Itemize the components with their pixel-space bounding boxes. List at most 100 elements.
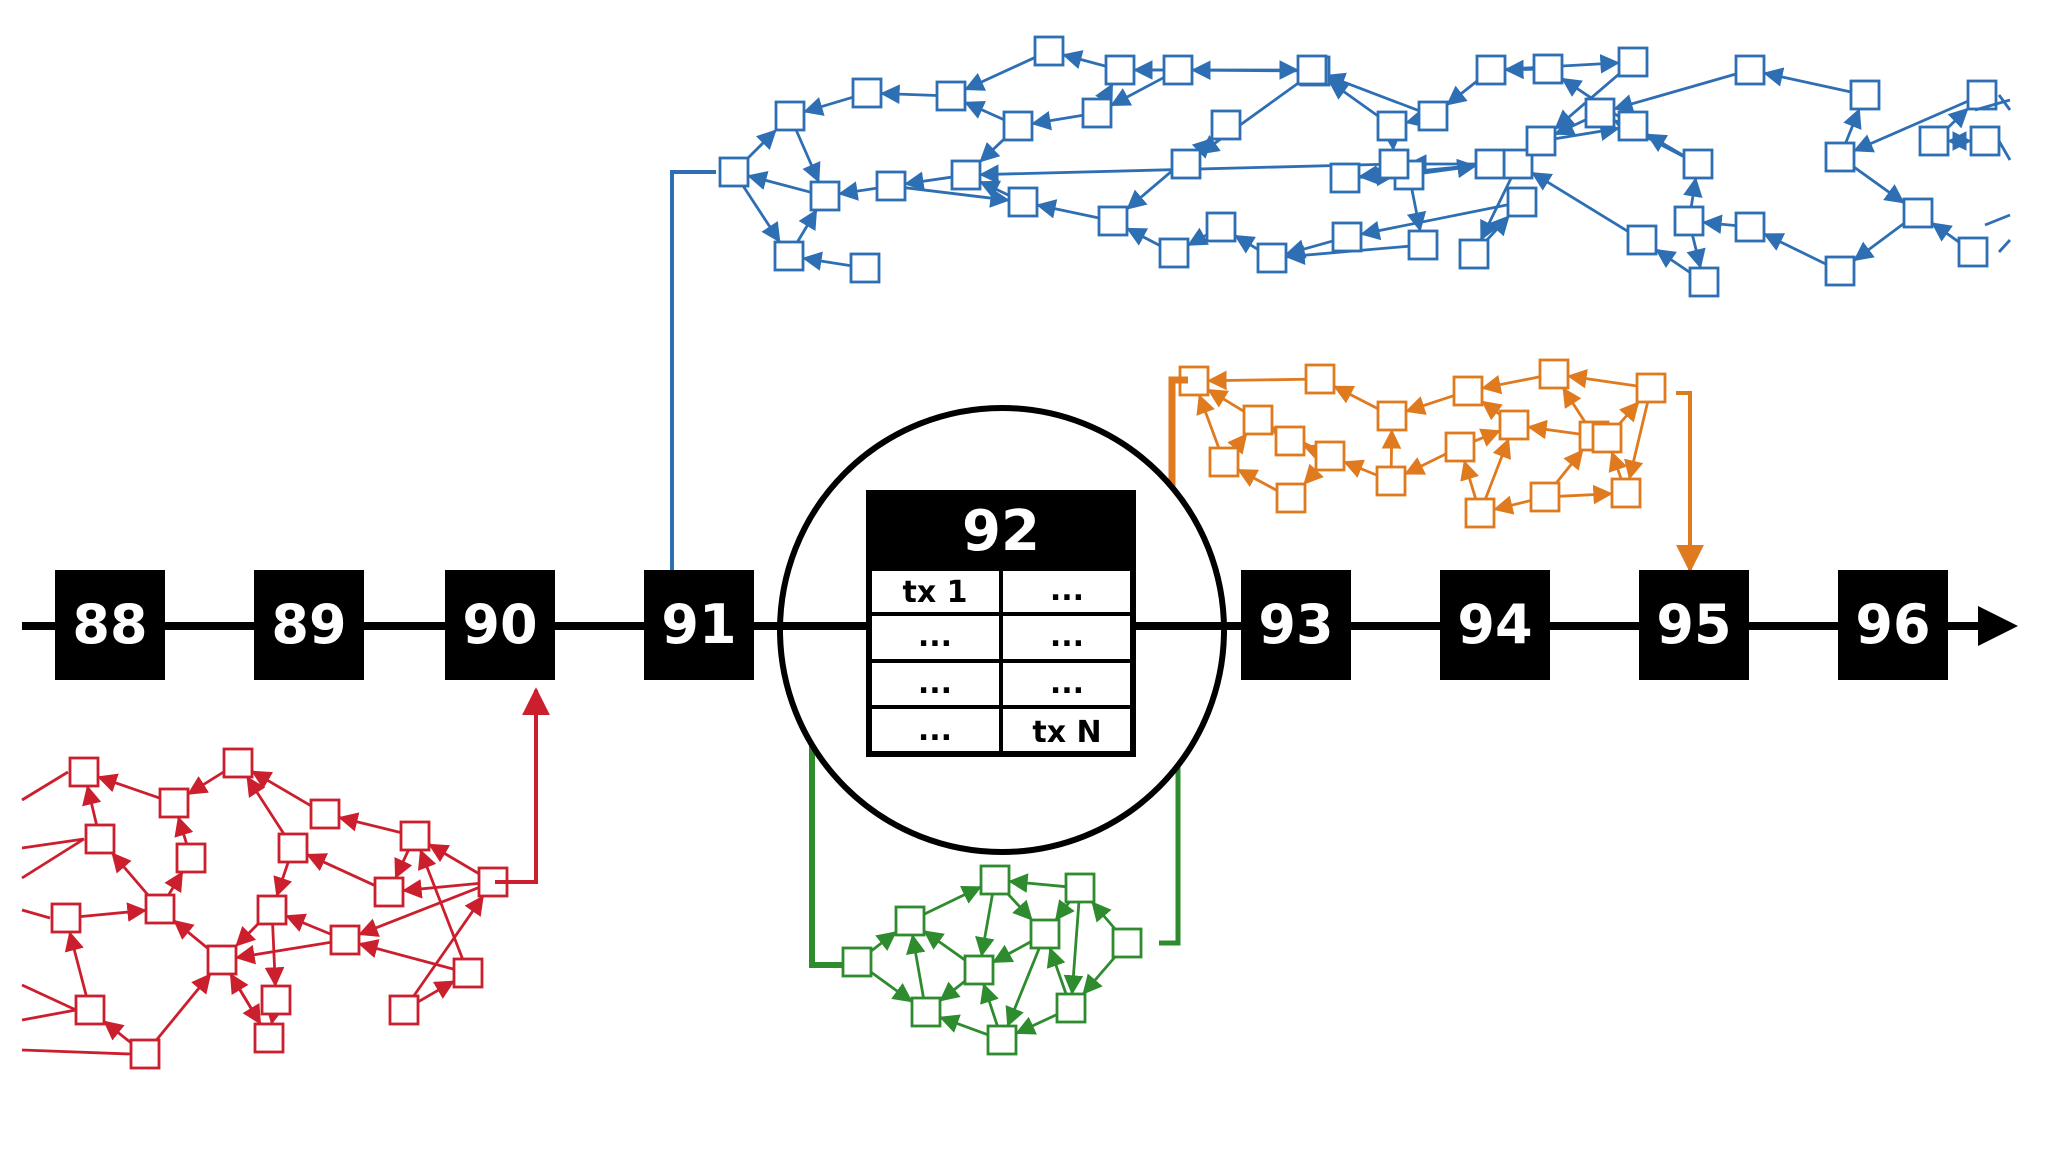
edge <box>747 129 777 159</box>
edge <box>1608 451 1628 480</box>
node <box>894 905 926 937</box>
node <box>329 924 361 956</box>
edge <box>1931 222 1960 244</box>
edge <box>428 843 480 875</box>
node <box>68 756 100 788</box>
node <box>1506 186 1538 218</box>
edge <box>1853 165 1905 204</box>
node <box>1376 400 1408 432</box>
node <box>1314 440 1346 472</box>
edge <box>1422 158 1477 179</box>
edge <box>904 171 953 191</box>
edge <box>1480 177 1513 241</box>
node <box>1626 224 1658 256</box>
node <box>986 1024 1018 1056</box>
node <box>256 894 288 926</box>
node <box>1498 409 1530 441</box>
edge <box>923 885 982 916</box>
edge <box>838 181 878 201</box>
edge <box>1493 495 1532 515</box>
node <box>1162 54 1194 86</box>
edge <box>1031 110 1084 131</box>
node <box>309 798 341 830</box>
node <box>1002 110 1034 142</box>
edge <box>1303 443 1325 462</box>
node <box>1824 141 1856 173</box>
edge <box>1095 83 1114 106</box>
edge <box>264 923 285 987</box>
node <box>452 957 484 989</box>
edge <box>803 95 854 116</box>
node <box>1591 422 1623 454</box>
edge <box>1199 79 1302 155</box>
edge <box>1303 463 1324 485</box>
block-box <box>1639 570 1749 680</box>
edge <box>1554 121 1620 141</box>
node <box>1969 125 2001 157</box>
edge <box>235 923 259 947</box>
edge <box>1082 956 1116 995</box>
edge <box>904 186 1010 208</box>
edge <box>1325 72 1420 112</box>
node <box>1378 148 1410 180</box>
node <box>1610 477 1642 509</box>
red-connector <box>495 687 550 884</box>
red-cluster <box>21 747 509 1070</box>
block-label: 89 <box>271 593 346 656</box>
edge <box>923 930 966 962</box>
edge <box>1237 468 1278 492</box>
edge <box>1624 401 1650 480</box>
edge <box>64 931 88 997</box>
node <box>1635 372 1667 404</box>
orange-connector-to-95 <box>1676 391 1704 573</box>
block-89: 89 <box>254 570 364 680</box>
edge <box>1227 433 1248 455</box>
edge <box>1618 401 1640 425</box>
block-label: 93 <box>1258 593 1333 656</box>
node <box>1824 255 1856 287</box>
edge <box>870 971 913 1003</box>
edge <box>1036 199 1100 220</box>
node <box>1158 237 1190 269</box>
edge <box>251 770 312 808</box>
edge <box>21 908 51 920</box>
edge <box>1655 248 1691 274</box>
block-box <box>644 570 754 680</box>
node <box>1617 110 1649 142</box>
edge <box>939 1014 989 1037</box>
edge <box>1481 400 1503 421</box>
node <box>1376 110 1408 142</box>
block-label: 88 <box>72 593 147 656</box>
edge <box>412 895 484 997</box>
edge <box>975 893 995 957</box>
node <box>84 823 116 855</box>
edge <box>82 785 102 826</box>
edge <box>1763 67 1852 94</box>
block-box <box>254 570 364 680</box>
node <box>1104 54 1136 86</box>
edge <box>802 251 852 271</box>
node <box>1329 162 1361 194</box>
tx-cell: ... <box>918 713 952 748</box>
edge <box>964 100 1005 122</box>
edge <box>418 849 464 960</box>
edge <box>980 983 999 1027</box>
edge <box>1343 459 1378 478</box>
edge <box>741 185 781 243</box>
zoomed-block: 92 tx 1 ... ... ... ... ... ... tx N <box>866 490 1136 757</box>
node <box>222 747 254 779</box>
edge <box>1446 80 1478 106</box>
edge <box>1646 133 1685 158</box>
node <box>1734 54 1766 86</box>
block-label: 91 <box>661 593 736 656</box>
node <box>1170 148 1202 180</box>
edge <box>1567 368 1638 389</box>
block-label: 95 <box>1656 593 1731 656</box>
block-95: 95 <box>1639 570 1749 680</box>
edge <box>417 980 455 1004</box>
node <box>979 864 1011 896</box>
block-box <box>55 570 165 680</box>
edge <box>1015 1013 1058 1035</box>
